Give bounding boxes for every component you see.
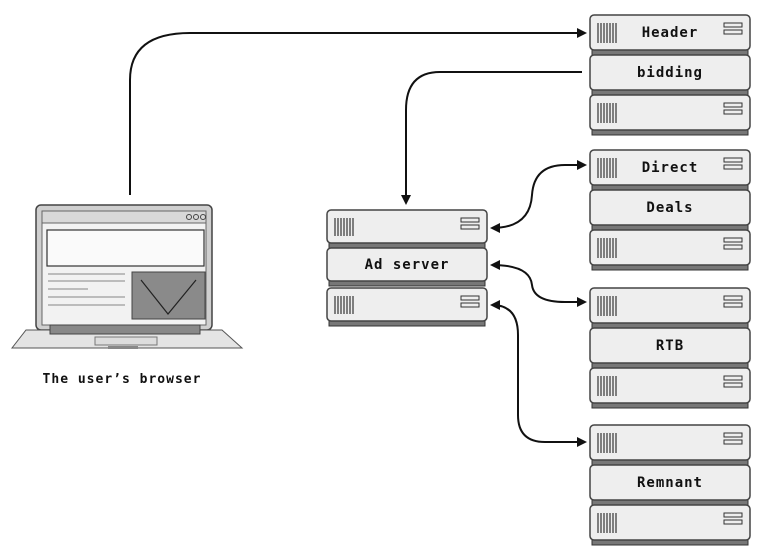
server-label: Remnant bbox=[637, 475, 703, 491]
server-stack-remnant bbox=[589, 424, 751, 546]
server-stack-rtb bbox=[589, 287, 751, 409]
ad-server-unit bbox=[326, 209, 488, 249]
server-unit bbox=[589, 14, 751, 56]
server-unit bbox=[589, 424, 751, 466]
server-label: Header bbox=[642, 25, 699, 41]
vent-icon bbox=[597, 23, 617, 43]
arrow-header-bidding-to-ad-server bbox=[401, 71, 582, 205]
drive-bay-icon bbox=[723, 375, 743, 388]
server-unit bbox=[589, 94, 751, 136]
drive-bay-icon bbox=[723, 22, 743, 35]
server-label: Ad server bbox=[365, 257, 450, 273]
vent-icon bbox=[597, 376, 617, 396]
ad-server-unit bbox=[326, 247, 488, 287]
server-label: RTB bbox=[656, 338, 684, 354]
laptop-icon bbox=[10, 204, 244, 349]
browser-caption: The user’s browser bbox=[43, 372, 202, 387]
server-unit bbox=[589, 327, 751, 369]
vent-icon bbox=[597, 433, 617, 453]
arrow-browser-to-header-bidding bbox=[129, 28, 587, 195]
drive-bay-icon bbox=[460, 217, 480, 230]
arrow-ad-server-direct-deals bbox=[490, 160, 587, 233]
server-stack-header-bidding bbox=[589, 14, 751, 136]
vent-icon bbox=[597, 103, 617, 123]
server-unit bbox=[589, 287, 751, 329]
arrow-ad-server-rtb bbox=[490, 260, 587, 307]
vent-icon bbox=[597, 158, 617, 178]
server-unit bbox=[589, 367, 751, 409]
server-unit bbox=[589, 149, 751, 191]
ad-server-unit bbox=[326, 287, 488, 327]
server-label: Deals bbox=[646, 200, 693, 216]
drive-bay-icon bbox=[723, 237, 743, 250]
drive-bay-icon bbox=[460, 295, 480, 308]
vent-icon bbox=[334, 296, 354, 314]
drive-bay-icon bbox=[723, 432, 743, 445]
drive-bay-icon bbox=[723, 295, 743, 308]
arrow-ad-server-remnant bbox=[490, 300, 587, 447]
drive-bay-icon bbox=[723, 157, 743, 170]
drive-bay-icon bbox=[723, 512, 743, 525]
server-label: bidding bbox=[637, 65, 703, 81]
vent-icon bbox=[334, 218, 354, 236]
vent-icon bbox=[597, 513, 617, 533]
server-unit bbox=[589, 504, 751, 546]
vent-icon bbox=[597, 238, 617, 258]
vent-icon bbox=[597, 296, 617, 316]
server-unit bbox=[589, 464, 751, 506]
server-unit bbox=[589, 229, 751, 271]
drive-bay-icon bbox=[723, 102, 743, 115]
server-stack-direct-deals bbox=[589, 149, 751, 271]
server-label: Direct bbox=[642, 160, 699, 176]
